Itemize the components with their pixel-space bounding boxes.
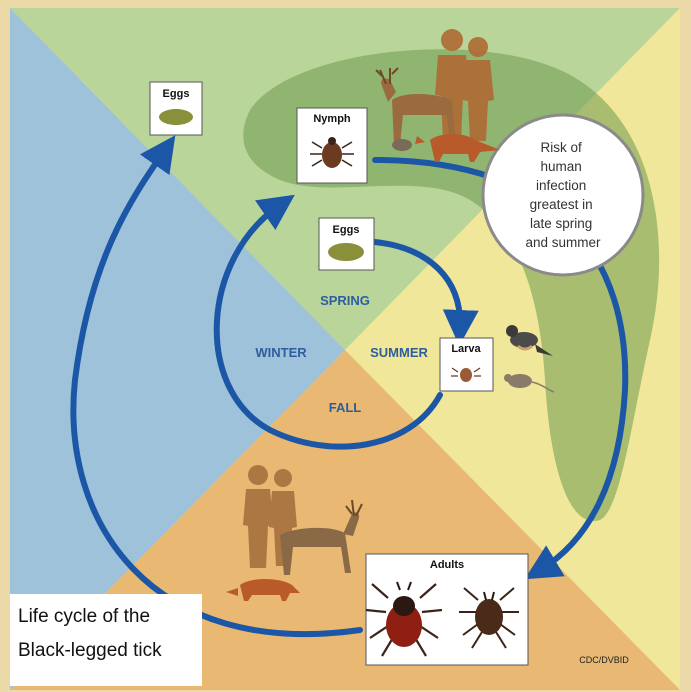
season-label-winter: WINTER [255,345,307,360]
caption-line: Life cycle of the [18,600,194,634]
caption-line: Black-legged tick [18,634,194,668]
adults-label: Adults [430,559,464,571]
risk-line: greatest in [530,197,593,212]
adults-stage: Adults [366,554,528,665]
larva-label: Larva [451,343,481,355]
season-label-summer: SUMMER [370,345,428,360]
credit-text: CDC/DVBID [579,655,629,665]
diagram-caption: Life cycle of the Black-legged tick [10,594,202,686]
nymph-label: Nymph [313,113,351,125]
risk-note: Risk of human infection greatest in late… [483,115,643,275]
eggs-stage-center: Eggs [319,218,374,270]
risk-line: Risk of [540,140,582,155]
risk-line: infection [536,178,586,193]
season-label-spring: SPRING [320,293,370,308]
risk-line: late spring [530,216,592,231]
mouse-icon-top [392,139,412,151]
risk-line: and summer [525,235,601,250]
season-label-fall: FALL [329,400,362,415]
eggs-stage-top: Eggs [150,82,202,135]
eggs-center-label: Eggs [333,224,360,236]
nymph-stage: Nymph [297,108,367,183]
eggs-top-label: Eggs [163,88,190,100]
risk-line: human [540,159,581,174]
larva-stage: Larva [440,338,493,391]
